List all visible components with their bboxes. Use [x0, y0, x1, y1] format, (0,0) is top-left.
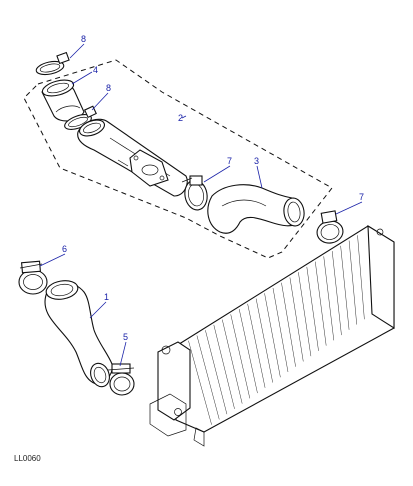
radiator-fin [331, 251, 342, 336]
radiator-fin [289, 277, 304, 362]
assembly-2-dashed-outline [23, 59, 333, 259]
leader-4 [71, 71, 93, 85]
leader-1 [89, 301, 107, 319]
hose-clamp-6 [18, 260, 48, 295]
callout-5: 5 [123, 332, 128, 342]
leader-7-upper [203, 165, 231, 183]
s-bend-hose-3 [207, 184, 305, 234]
callout-1: 1 [104, 292, 109, 302]
radiator-fin [247, 303, 266, 388]
radiator-fin [255, 298, 273, 383]
lower-hose-1 [44, 280, 113, 388]
diagram-reference-code: LL0060 [14, 454, 41, 463]
radiator-fin [298, 272, 312, 357]
callout-3: 3 [254, 156, 259, 166]
radiator-fin [230, 314, 251, 399]
leader-7-right [335, 201, 363, 215]
hose-clamp-7-right [316, 210, 344, 244]
radiator-fin [238, 309, 258, 394]
radiator-fin [264, 293, 281, 378]
radiator-fin [205, 330, 228, 415]
callout-7-right: 7 [359, 192, 364, 202]
radiator-fin [306, 266, 319, 351]
callout-6: 6 [62, 244, 67, 254]
leader-8-top [69, 43, 85, 59]
callout-8-middle: 8 [106, 83, 111, 93]
radiator-fin [348, 240, 357, 325]
radiator-fin [213, 324, 235, 409]
radiator-fin [315, 261, 327, 346]
hose-clamp-7-upper [181, 175, 208, 211]
radiator-fin [340, 245, 350, 330]
radiator-fin [357, 235, 365, 320]
leader-3 [256, 165, 263, 189]
callout-7-upper: 7 [227, 156, 232, 166]
callout-2: 2 [178, 113, 183, 123]
callout-4: 4 [93, 65, 98, 75]
radiator-fin [323, 256, 335, 341]
intercooler-pipe [77, 118, 188, 197]
radiator-fin [281, 282, 296, 367]
radiator-fin [222, 319, 243, 404]
leader-6 [39, 253, 66, 267]
leader-8-middle [91, 92, 109, 111]
intercooler-core [149, 224, 395, 447]
radiator-fin [188, 340, 212, 425]
radiator-fin [272, 287, 289, 373]
leader-5 [119, 341, 127, 367]
hose-clamp-5 [107, 363, 135, 396]
radiator-fin [196, 335, 220, 420]
callout-8-top: 8 [81, 34, 86, 44]
hose-clamp-8-top [35, 51, 70, 76]
coupling-hose-4 [41, 79, 85, 122]
leader-2 [181, 115, 187, 119]
